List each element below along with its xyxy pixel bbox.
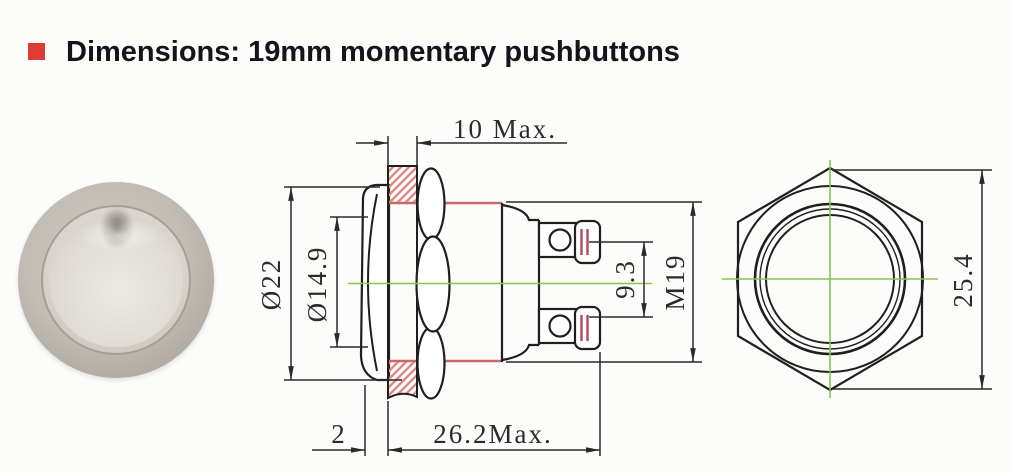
dim-panel-thickness-label: 10 Max. bbox=[453, 114, 557, 144]
side-view-drawing: 10 Max. Ø22 Ø14.9 M19 9.3 bbox=[256, 114, 702, 456]
photo-button-face bbox=[49, 205, 183, 347]
terminal-bottom bbox=[537, 305, 602, 351]
pushbutton-photo bbox=[18, 182, 216, 380]
dim-terminal-spacing-label: 9.3 bbox=[610, 259, 640, 299]
page-title: Dimensions: 19mm momentary pushbuttons bbox=[66, 36, 680, 68]
dimension-bezel-diameter: Ø22 bbox=[256, 186, 402, 381]
dimension-bottom-lengths: 2 26.2Max. bbox=[312, 352, 601, 456]
red-square-bullet-icon bbox=[28, 43, 45, 60]
dim-bezel-diameter-label: Ø22 bbox=[256, 258, 286, 311]
dim-body-length-label: 26.2Max. bbox=[433, 419, 553, 449]
dimension-panel-thickness: 10 Max. bbox=[356, 114, 567, 165]
dimension-thread: M19 bbox=[506, 201, 702, 363]
body-outline bbox=[500, 203, 541, 362]
dim-thread-label: M19 bbox=[660, 253, 690, 310]
dim-bezel-thickness-label: 2 bbox=[331, 419, 347, 449]
dimension-across-corners: 25.4 bbox=[832, 169, 992, 390]
photo-ring bbox=[41, 205, 191, 355]
panel-hatch-top bbox=[387, 165, 418, 202]
rear-view-drawing: 25.4 bbox=[722, 160, 992, 398]
dimension-button-diameter: Ø14.9 bbox=[302, 216, 368, 348]
photo-bezel bbox=[18, 182, 214, 378]
photo-highlight bbox=[75, 219, 165, 253]
dim-across-corners-label: 25.4 bbox=[948, 252, 978, 307]
dimension-terminal-spacing: 9.3 bbox=[589, 241, 653, 318]
section-title-row: Dimensions: 19mm momentary pushbuttons bbox=[28, 36, 680, 68]
dim-button-diameter-label: Ø14.9 bbox=[302, 246, 332, 323]
button-cap-outline bbox=[359, 183, 391, 382]
